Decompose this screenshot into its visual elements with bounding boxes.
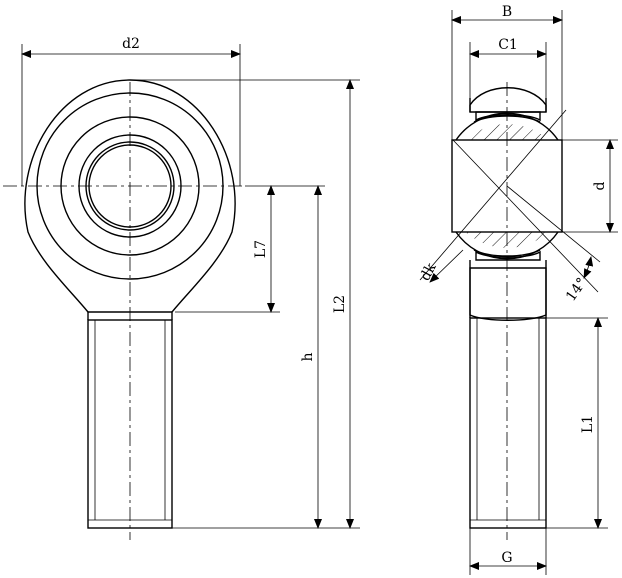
dk-line-a bbox=[419, 109, 567, 281]
h-label: h bbox=[300, 352, 316, 361]
d-label: d bbox=[592, 181, 608, 190]
angle-line bbox=[452, 139, 599, 293]
L1-label: L1 bbox=[580, 415, 596, 433]
L2-label: L2 bbox=[332, 295, 348, 313]
dk-label: dk bbox=[417, 260, 440, 283]
B-label: B bbox=[502, 4, 512, 20]
d2-label: d2 bbox=[122, 36, 140, 52]
ball-section bbox=[445, 124, 569, 248]
angle-ref-line bbox=[506, 185, 601, 263]
housing-section-bottom bbox=[469, 267, 547, 321]
front-view bbox=[3, 79, 245, 540]
side-view bbox=[419, 82, 601, 540]
angle-arc bbox=[583, 256, 594, 279]
dk-leader bbox=[429, 249, 464, 283]
front-dimensions: d2 L7 h L2 bbox=[21, 36, 360, 529]
C1-label: C1 bbox=[498, 37, 518, 53]
L7-label: L7 bbox=[253, 240, 269, 258]
race-section-top bbox=[475, 111, 541, 122]
side-dimensions: B C1 d dk 14° L1 G bbox=[417, 4, 618, 575]
housing-section-top bbox=[469, 87, 547, 113]
seal-bottom bbox=[473, 249, 541, 257]
side-threaded-shank bbox=[469, 317, 547, 529]
G-label: G bbox=[501, 550, 512, 566]
